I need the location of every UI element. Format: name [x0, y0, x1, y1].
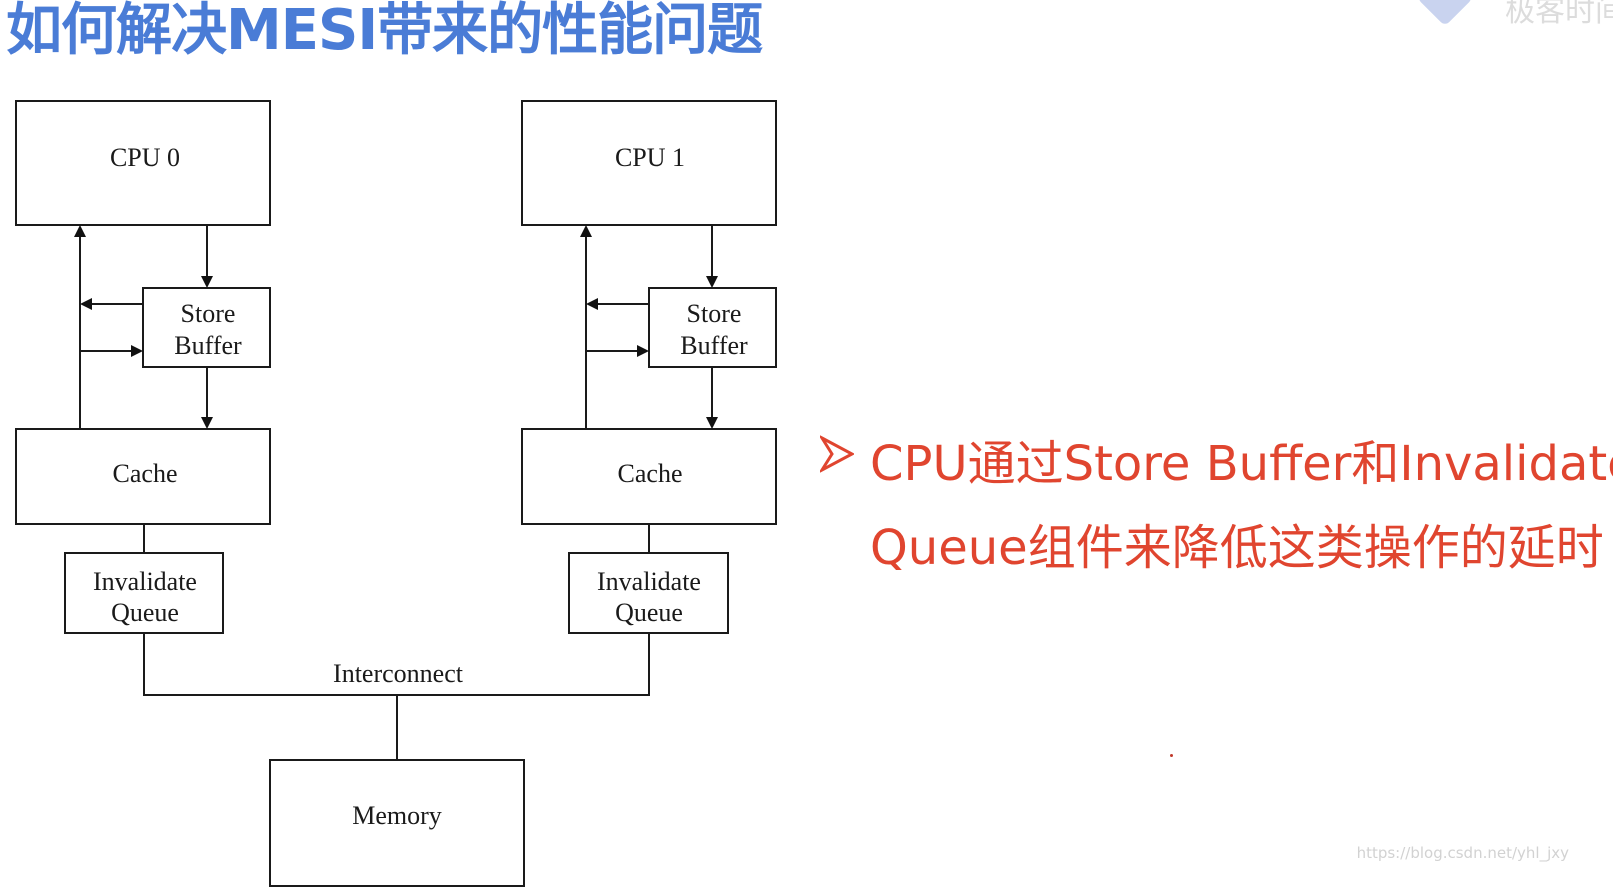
cpu0-invalidate-queue-label-line1: Invalidate [93, 567, 197, 596]
mesi-architecture-diagram: CPU 0 Store Buffer Cache Invalidate Queu… [15, 100, 777, 887]
cpu0-invalidate-queue-label-line2: Queue [111, 598, 179, 627]
cpu0-box [15, 100, 271, 226]
page-title: 如何解决MESI带来的性能问题 [6, 0, 763, 63]
bullet-arrow-icon [820, 435, 854, 473]
cpu1-invalidate-queue-label-line2: Queue [615, 598, 683, 627]
cpu0-cache-label: Cache [113, 459, 178, 488]
cpu1-store-buffer-label-line1: Store [687, 299, 742, 328]
cpu1-cache-label: Cache [618, 459, 683, 488]
stray-dot [1170, 754, 1173, 757]
cpu1-invalidate-queue-label-line1: Invalidate [597, 567, 701, 596]
interconnect-label: Interconnect [333, 659, 464, 688]
bullet-text-line2: Queue组件来降低这类操作的延时 [870, 520, 1604, 576]
memory-box [269, 759, 525, 887]
cpu1-label: CPU 1 [615, 143, 685, 172]
cpu0-store-buffer-label-line2: Buffer [174, 331, 242, 360]
watermark: https://blog.csdn.net/yhl_jxy [1356, 844, 1569, 862]
memory-label: Memory [352, 801, 442, 830]
cpu1-store-buffer-label-line2: Buffer [680, 331, 748, 360]
bullet-text-line1: CPU通过Store Buffer和Invalidate [870, 436, 1613, 492]
cpu0-store-buffer-label-line1: Store [181, 299, 236, 328]
brand-logo-text: 极客时间 [1505, 0, 1613, 29]
bullet-text: CPU通过Store Buffer和Invalidate Queue组件来降低这… [870, 422, 1613, 590]
cpu0-label: CPU 0 [110, 143, 180, 172]
brand-logo-icon [1416, 0, 1474, 27]
cpu1-box [521, 100, 777, 226]
